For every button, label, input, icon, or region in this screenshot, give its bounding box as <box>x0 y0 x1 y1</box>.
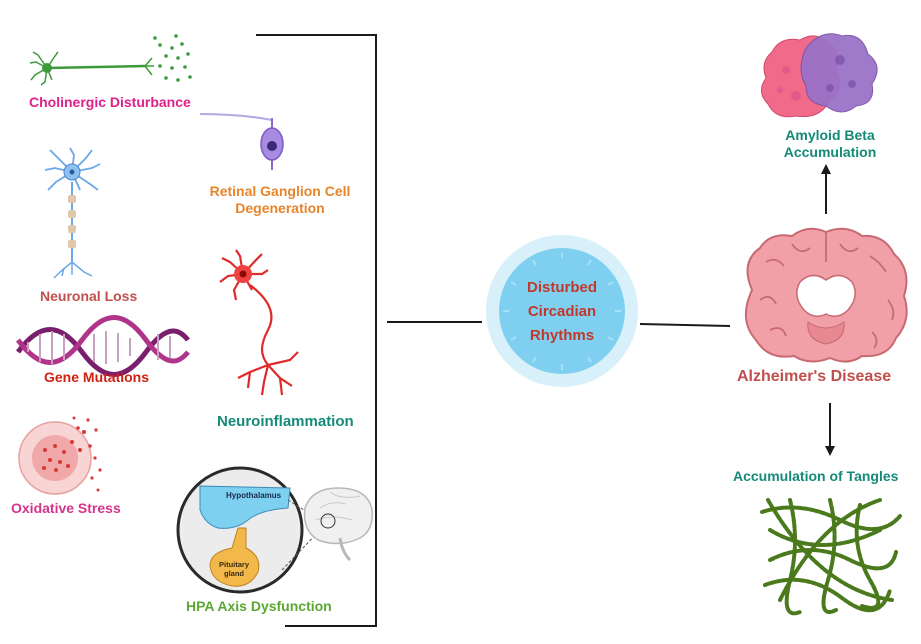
oxidative-stress-icon <box>18 416 102 495</box>
hpa-axis-illustration <box>176 466 373 594</box>
center-label-line1: Disturbed <box>526 279 597 296</box>
retinal-ganglion-cell-icon <box>199 113 284 170</box>
clock-icon <box>486 235 638 387</box>
neuroinflammation-neuron-icon <box>219 249 299 396</box>
accumulation-of-tangles-label: Accumulation of Tangles <box>733 468 899 484</box>
arrow-up <box>821 164 831 214</box>
pituitary-gland-label: Pituitary gland <box>214 560 254 578</box>
hypothalamus-label: Hypothalamus <box>226 491 282 500</box>
brain-icon <box>745 227 908 363</box>
center-label-line3: Rhythms <box>529 327 595 344</box>
oxidative-stress-label: Oxidative Stress <box>11 500 121 516</box>
alzheimers-disease-label: Alzheimer's Disease <box>737 368 892 385</box>
retinal-ganglion-label-line2: Degeneration <box>235 200 325 216</box>
retinal-ganglion-label-line1: Retinal Ganglion Cell <box>209 183 351 199</box>
disturbed-circadian-rhythms-label: Disturbed Circadian Rhythms <box>502 276 622 348</box>
amyloid-beta-label: Amyloid Beta Accumulation <box>770 127 890 161</box>
cholinergic-neuron-icon <box>29 34 192 86</box>
neuroinflammation-label: Neuroinflammation <box>217 413 354 430</box>
bracket-lines <box>256 34 731 627</box>
amyloid-label-line2: Accumulation <box>783 144 877 160</box>
gene-mutations-label: Gene Mutations <box>44 369 150 385</box>
cholinergic-disturbance-label: Cholinergic Disturbance <box>29 94 191 110</box>
arrow-down <box>825 403 835 456</box>
dna-icon <box>15 315 190 377</box>
center-label-line2: Circadian <box>527 303 597 320</box>
amyloid-beta-icon <box>761 33 878 118</box>
hpa-axis-label: HPA Axis Dysfunction <box>186 598 332 614</box>
amyloid-label-line1: Amyloid Beta <box>785 127 875 143</box>
neurofibrillary-tangles-icon <box>760 498 902 616</box>
pituitary-label-line1: Pituitary <box>218 560 249 569</box>
neuronal-loss-label: Neuronal Loss <box>40 288 138 304</box>
pituitary-label-line2: gland <box>224 569 244 578</box>
retinal-ganglion-label: Retinal Ganglion Cell Degeneration <box>200 183 360 217</box>
neuronal-loss-neuron-icon <box>44 147 101 279</box>
